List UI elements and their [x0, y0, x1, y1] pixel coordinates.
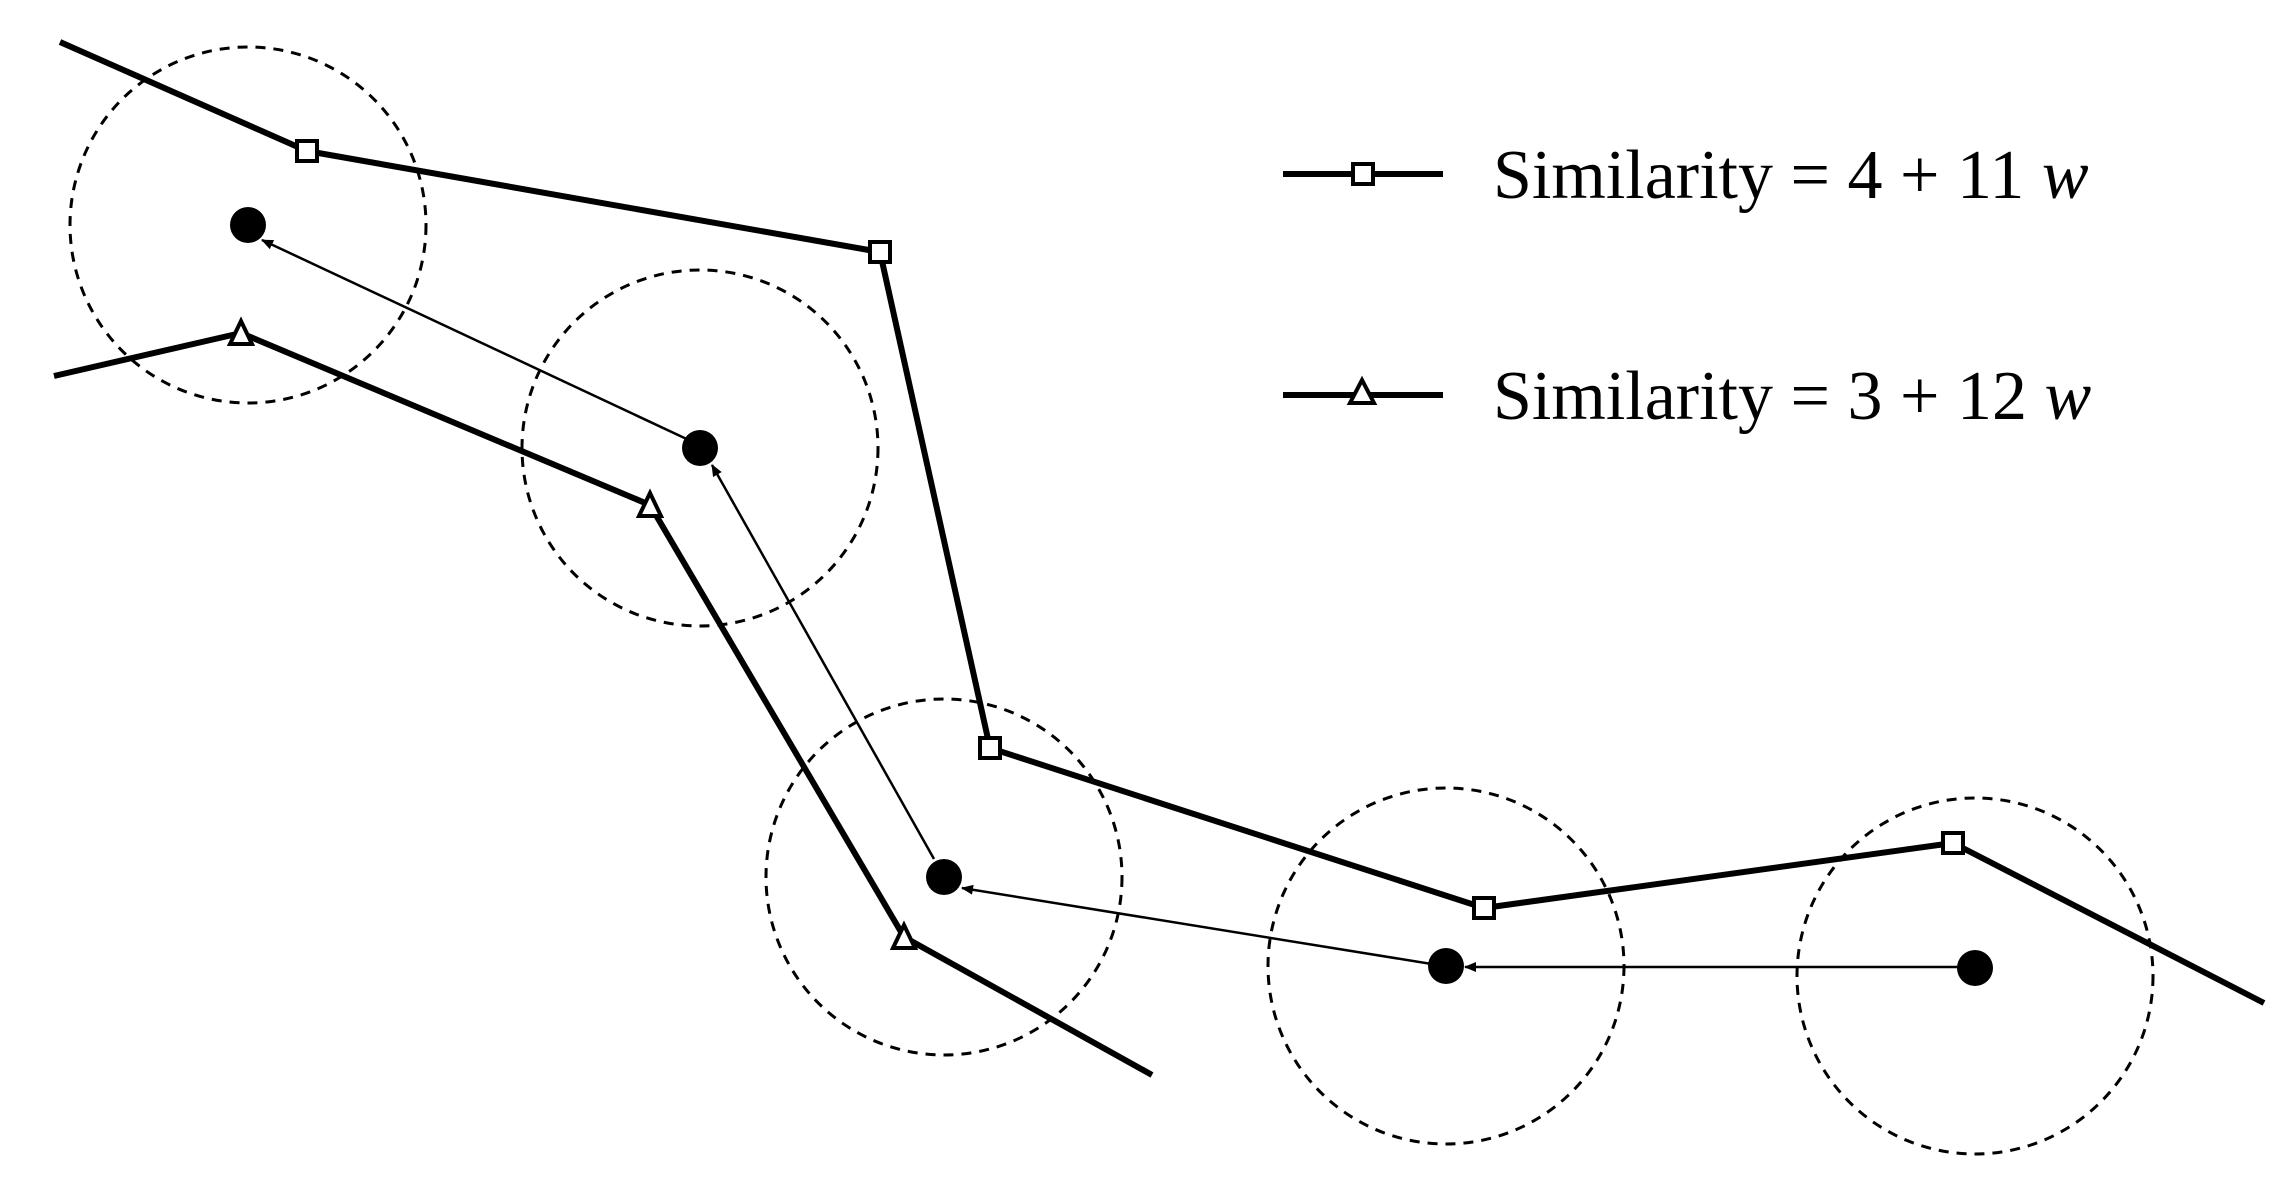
legend: Similarity = 4 + 11 w Similarity = 3 + 1…: [1283, 137, 2091, 435]
center-arrows: [261, 238, 1975, 972]
arrow: [961, 884, 1445, 968]
triangle-marker: [889, 920, 919, 950]
triangle-marker: [635, 488, 665, 518]
legend-label: Similarity = 4 + 11 w: [1493, 137, 2089, 214]
center-point: [1428, 948, 1464, 984]
neighborhood-circle: [764, 697, 1124, 1057]
legend-square-icon: [1351, 162, 1375, 186]
arrow: [261, 238, 694, 444]
legend-item-square: Similarity = 4 + 11 w: [1283, 137, 2089, 214]
legend-label: Similarity = 3 + 12 w: [1493, 358, 2091, 435]
legend-triangle-icon: [1346, 375, 1378, 405]
center-point: [682, 430, 718, 466]
neighborhood-circle: [68, 45, 428, 405]
square-marker: [1472, 896, 1496, 920]
center-point: [926, 859, 962, 895]
triangle-markers: [226, 316, 919, 950]
triangle-marker: [226, 316, 256, 346]
center-points: [230, 207, 1993, 986]
square-marker: [1941, 831, 1965, 855]
neighborhood-circle: [1795, 796, 2155, 1156]
center-point: [230, 207, 266, 243]
square-marker: [868, 240, 892, 264]
square-marker: [295, 139, 319, 163]
arrow: [710, 464, 936, 860]
square-markers: [295, 139, 1965, 920]
square-marker: [978, 736, 1002, 760]
center-point: [1957, 950, 1993, 986]
legend-item-triangle: Similarity = 3 + 12 w: [1283, 358, 2091, 435]
